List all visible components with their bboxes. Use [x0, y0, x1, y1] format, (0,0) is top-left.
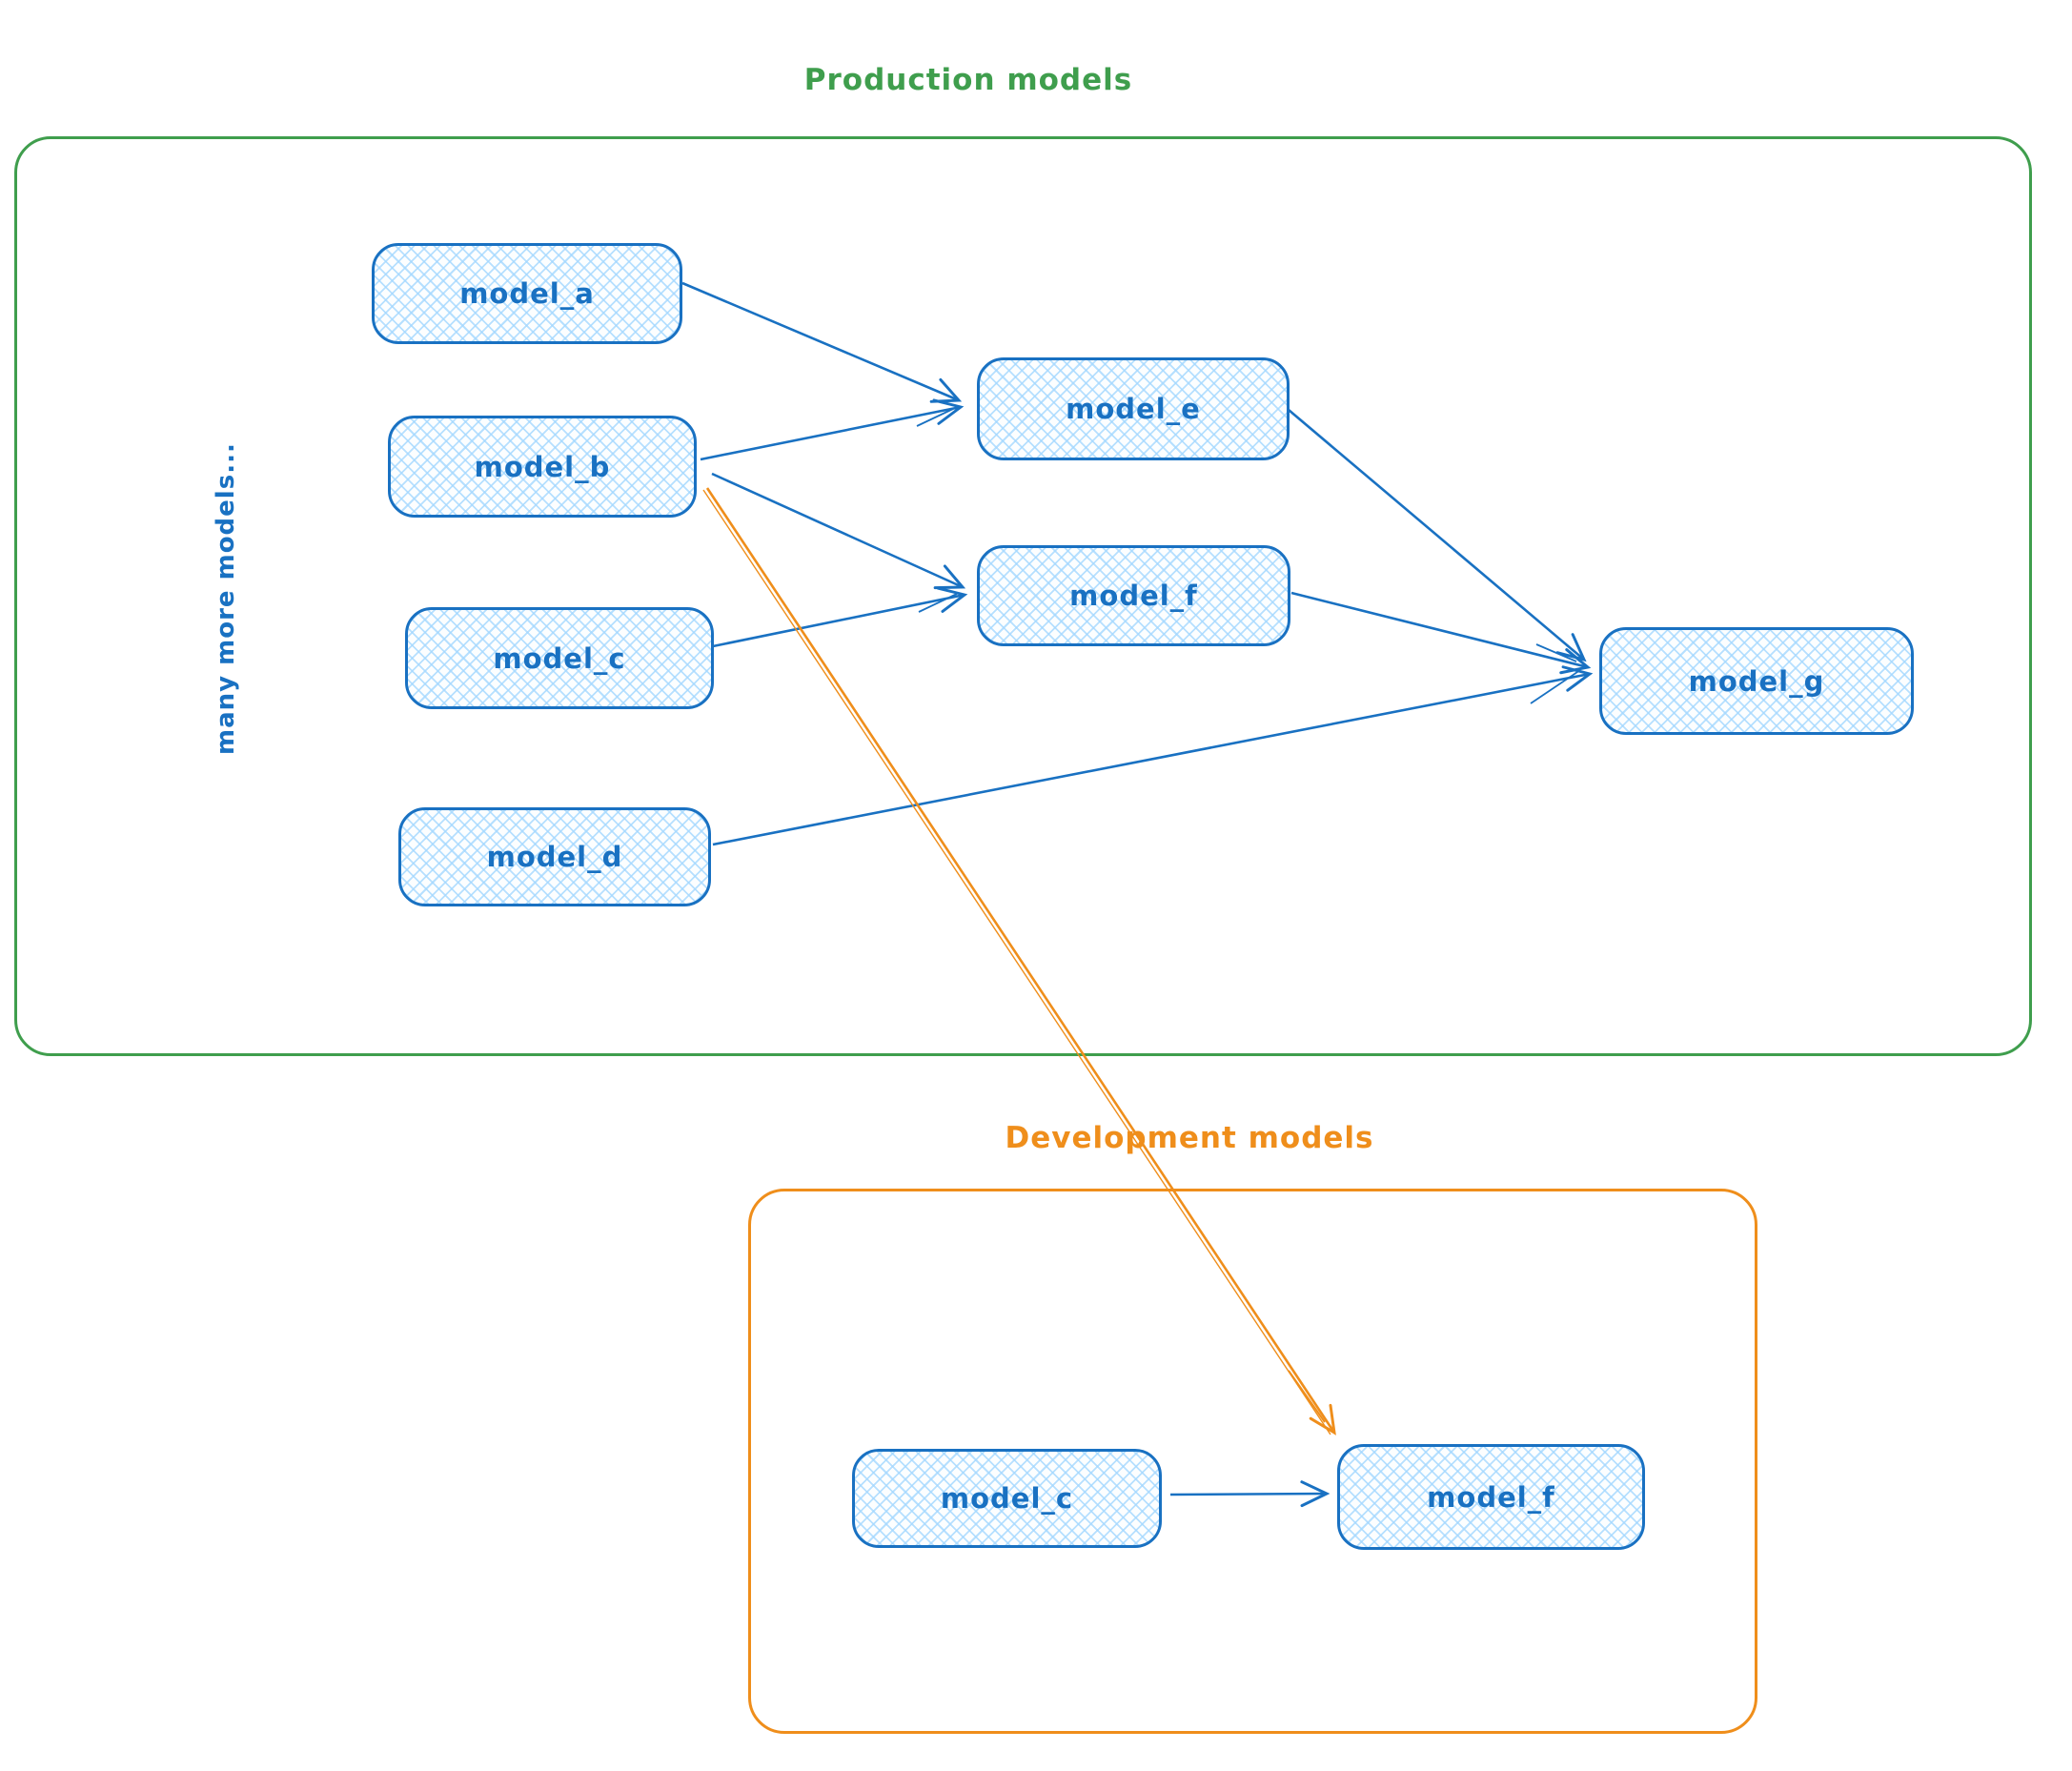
- node-model_f: model_f: [977, 545, 1290, 646]
- development-group-title: Development models: [1005, 1121, 1374, 1155]
- node-dev-model_f-label: model_f: [1427, 1480, 1555, 1514]
- node-model_f-label: model_f: [1069, 580, 1198, 612]
- node-model_e-label: model_e: [1066, 393, 1201, 425]
- node-model_a: model_a: [372, 243, 682, 344]
- node-model_g-label: model_g: [1688, 664, 1825, 698]
- node-dev-model_c: model_c: [852, 1449, 1162, 1548]
- production-group-title: Production models: [803, 63, 1133, 97]
- node-model_b: model_b: [388, 416, 697, 518]
- node-model_e: model_e: [977, 357, 1290, 460]
- node-model_d: model_d: [398, 807, 711, 906]
- node-model_d-label: model_d: [486, 841, 623, 873]
- node-dev-model_c-label: model_c: [940, 1482, 1074, 1515]
- many-more-models-note: many more models...: [212, 442, 240, 755]
- node-model_c: model_c: [405, 607, 714, 709]
- node-dev-model_f: model_f: [1337, 1444, 1645, 1550]
- node-model_b-label: model_b: [474, 450, 611, 483]
- node-model_a-label: model_a: [459, 277, 595, 310]
- node-model_c-label: model_c: [493, 641, 626, 675]
- node-model_g: model_g: [1599, 627, 1914, 735]
